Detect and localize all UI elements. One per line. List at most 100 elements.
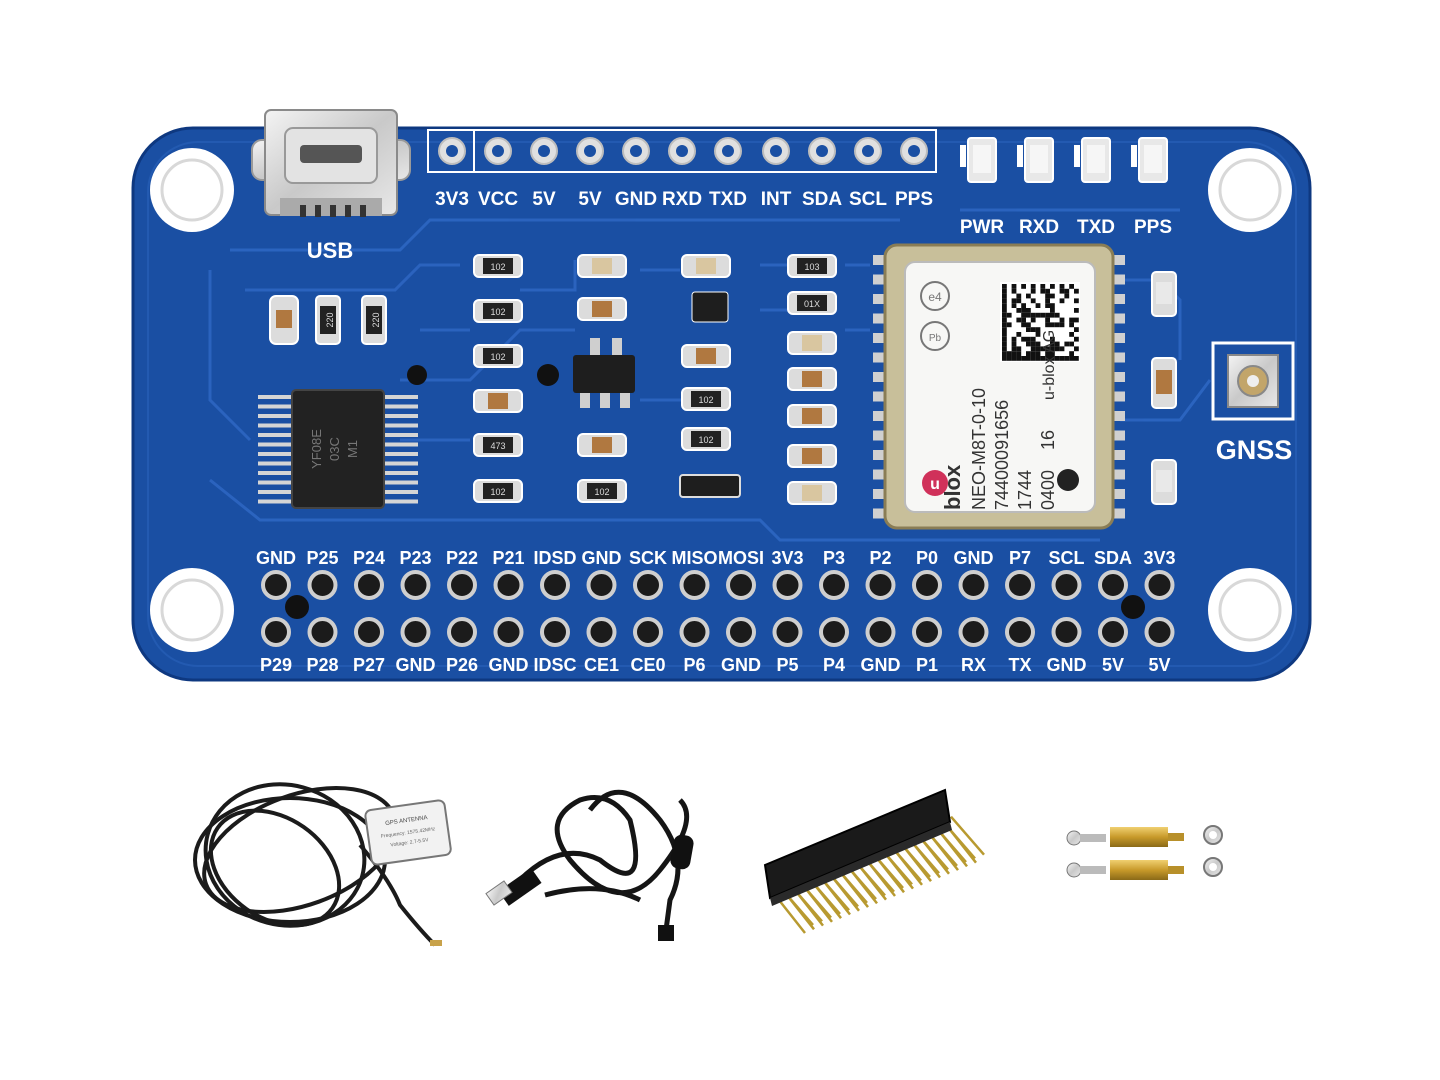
nut bbox=[1203, 825, 1223, 845]
capacitor bbox=[577, 297, 627, 321]
gpio-pin-hole bbox=[958, 617, 989, 647]
capacitor bbox=[787, 331, 837, 355]
module-model: NEO-M8T-0-10 bbox=[969, 388, 989, 510]
capacitor bbox=[1151, 357, 1177, 409]
gpio-pin-hole bbox=[1051, 570, 1082, 600]
screw bbox=[1066, 862, 1106, 878]
gpio-label: GND bbox=[256, 548, 296, 568]
gpio-label: 3V3 bbox=[1143, 548, 1175, 568]
gpio-label: TX bbox=[1008, 655, 1031, 675]
gpio-label: GND bbox=[489, 655, 529, 675]
resistor: 102 bbox=[473, 344, 523, 368]
capacitor bbox=[787, 481, 837, 505]
header-pin-label: SCL bbox=[849, 189, 887, 210]
usb-cable-accessory bbox=[485, 789, 694, 941]
gpio-label: P7 bbox=[1009, 548, 1031, 568]
led-label: PPS bbox=[1134, 217, 1172, 238]
capacitor bbox=[787, 404, 837, 428]
gpio-pin-hole bbox=[354, 617, 384, 647]
gpio-pin-hole bbox=[1005, 617, 1035, 647]
gpio-label: 5V bbox=[1102, 655, 1124, 675]
resistor: 102 bbox=[681, 387, 731, 411]
gpio-label: P27 bbox=[353, 655, 385, 675]
diode bbox=[679, 474, 741, 498]
gpio-label: P21 bbox=[492, 548, 524, 568]
svg-text:Voltage: 2.7-5.5V: Voltage: 2.7-5.5V bbox=[390, 837, 429, 848]
svg-text:Pb: Pb bbox=[929, 333, 942, 344]
gpio-pin-hole bbox=[726, 617, 756, 647]
gpio-pin-hole bbox=[354, 570, 384, 600]
gpio-label: 5V bbox=[1148, 655, 1170, 675]
led-label: TXD bbox=[1077, 217, 1115, 238]
gpio-label: IDSC bbox=[533, 655, 576, 675]
gpio-pin-hole bbox=[865, 617, 896, 647]
header-pin-label: INT bbox=[761, 189, 792, 210]
gpio-pin-hole bbox=[679, 570, 710, 600]
svg-text:1744: 1744 bbox=[1015, 470, 1035, 510]
header-pin-label: 5V bbox=[578, 189, 602, 210]
gpio-pin-hole bbox=[819, 617, 849, 647]
gpio-label: P3 bbox=[823, 548, 845, 568]
gpio-pin-hole bbox=[633, 617, 663, 647]
usb-label: USB bbox=[307, 238, 353, 263]
gpio-pin-hole bbox=[307, 617, 338, 647]
gpio-pin-hole bbox=[865, 570, 896, 600]
led-label: PWR bbox=[960, 217, 1005, 238]
svg-text:YF08E: YF08E bbox=[309, 429, 324, 469]
gpio-label: IDSD bbox=[533, 548, 576, 568]
mounting-hole bbox=[1208, 568, 1292, 652]
gpio-label: MOSI bbox=[718, 548, 764, 568]
gpio-label: SCK bbox=[629, 548, 667, 568]
resistor: 473 bbox=[473, 433, 523, 457]
gpio-pin-hole bbox=[726, 570, 756, 600]
gpio-label: P4 bbox=[823, 655, 845, 675]
led bbox=[1131, 137, 1168, 183]
svg-text:102: 102 bbox=[698, 395, 713, 405]
ipex-antenna-connector bbox=[1211, 341, 1295, 421]
gpio-label: GND bbox=[954, 548, 994, 568]
capacitor bbox=[787, 367, 837, 391]
gpio-label: MISO bbox=[671, 548, 717, 568]
gpio-pin-hole bbox=[307, 570, 338, 600]
gpio-label: SDA bbox=[1094, 548, 1132, 568]
gpio-pin-hole bbox=[912, 570, 942, 600]
gpio-pin-hole bbox=[261, 570, 291, 600]
gpio-pin-hole bbox=[772, 570, 803, 600]
capacitor bbox=[681, 254, 731, 278]
via-hole bbox=[285, 595, 309, 619]
gps-antenna-accessory: GPS ANTENNA Frequency: 1575.42MHz Voltag… bbox=[193, 782, 452, 947]
gpio-label: P29 bbox=[260, 655, 292, 675]
gpio-pin-hole bbox=[400, 617, 431, 647]
gpio-pin-hole bbox=[586, 617, 617, 647]
header-pin-label: GND bbox=[615, 189, 657, 210]
capacitor bbox=[681, 344, 731, 368]
via-hole bbox=[407, 365, 427, 385]
gpio-label: P5 bbox=[776, 655, 798, 675]
svg-text:u-blox AG: u-blox AG bbox=[1041, 330, 1058, 400]
resistor: 102 bbox=[473, 254, 523, 278]
gpio-pin-hole bbox=[1098, 617, 1128, 647]
capacitor bbox=[473, 389, 523, 413]
svg-text:103: 103 bbox=[804, 262, 819, 272]
gpio-label: P22 bbox=[446, 548, 478, 568]
svg-text:0400: 0400 bbox=[1038, 470, 1058, 510]
header-pin-label: PPS bbox=[895, 189, 933, 210]
mounting-hole bbox=[1208, 148, 1292, 232]
gpio-label: P24 bbox=[353, 548, 385, 568]
gpio-pin-hole bbox=[1144, 570, 1175, 600]
svg-text:M1: M1 bbox=[345, 440, 360, 458]
mounting-hole bbox=[150, 148, 234, 232]
svg-text:e4: e4 bbox=[928, 290, 942, 304]
gpio-pin-hole bbox=[540, 617, 570, 647]
header-pin-label: TXD bbox=[709, 189, 747, 210]
resistor: 103 bbox=[787, 254, 837, 278]
gpio-label: GND bbox=[861, 655, 901, 675]
module-serial: 74400091656 bbox=[992, 400, 1012, 510]
gpio-pin-hole bbox=[261, 617, 291, 647]
svg-text:102: 102 bbox=[698, 435, 713, 445]
